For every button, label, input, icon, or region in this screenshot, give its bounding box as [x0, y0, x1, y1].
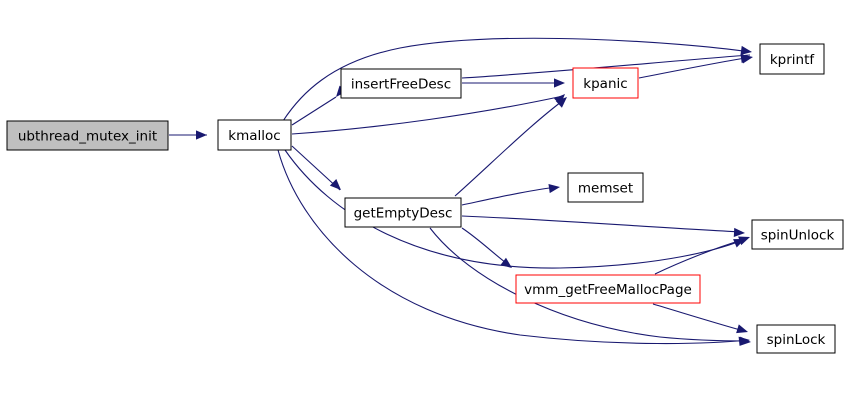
arrowheads-layer: [196, 45, 753, 346]
node-label-insertFreeDesc: insertFreeDesc: [351, 77, 451, 93]
edge-kmalloc-to-kpanic: [291, 95, 564, 135]
node-kprintf[interactable]: kprintf: [759, 43, 825, 75]
arrowhead: [733, 239, 745, 248]
node-kmalloc[interactable]: kmalloc: [217, 119, 292, 151]
arrowhead: [555, 97, 567, 108]
node-label-kprintf: kprintf: [770, 52, 816, 68]
node-box-memset[interactable]: [567, 172, 644, 203]
node-box-ubthread_mutex_init[interactable]: [6, 120, 169, 151]
node-ubthread_mutex_init[interactable]: ubthread_mutex_init: [6, 120, 169, 151]
node-box-getEmptyDesc[interactable]: [344, 197, 462, 228]
edge-kmalloc-to-spinLock: [277, 149, 749, 345]
node-box-kmalloc[interactable]: [217, 119, 292, 151]
arrowhead: [736, 324, 748, 334]
node-insertFreeDesc[interactable]: insertFreeDesc: [340, 68, 462, 99]
edge-getEmptyDesc-to-spinUnlock: [461, 215, 743, 233]
node-label-getEmptyDesc: getEmptyDesc: [354, 206, 453, 222]
node-label-kmalloc: kmalloc: [228, 128, 280, 144]
arrowhead: [329, 179, 341, 190]
edge-getEmptyDesc-to-kpanic: [454, 98, 566, 197]
node-getEmptyDesc[interactable]: getEmptyDesc: [344, 197, 462, 228]
node-box-kpanic[interactable]: [572, 67, 639, 99]
edge-insertFreeDesc-to-kprintf: [461, 54, 751, 79]
node-label-spinUnlock: spinUnlock: [761, 228, 835, 244]
arrowhead: [554, 78, 565, 88]
arrowhead: [733, 227, 745, 238]
node-box-insertFreeDesc[interactable]: [340, 68, 462, 99]
node-spinUnlock[interactable]: spinUnlock: [751, 219, 844, 250]
arrowhead: [741, 54, 753, 64]
edge-kmalloc-to-spinUnlock: [284, 149, 749, 269]
node-label-vmm_getFreeMallocPage: vmm_getFreeMallocPage: [524, 282, 692, 298]
node-box-vmm_getFreeMallocPage[interactable]: [515, 274, 701, 304]
arrowhead: [740, 45, 752, 56]
arrowhead: [553, 94, 565, 106]
edge-getEmptyDesc-to-spinLock: [429, 227, 749, 342]
edge-kmalloc-to-getEmptyDesc: [291, 145, 341, 191]
node-label-ubthread_mutex_init: ubthread_mutex_init: [18, 129, 157, 145]
node-box-spinUnlock[interactable]: [751, 219, 844, 250]
arrowhead: [196, 130, 207, 140]
arrowhead: [739, 336, 751, 346]
arrowhead: [548, 183, 560, 194]
node-label-spinLock: spinLock: [767, 332, 826, 348]
node-label-kpanic: kpanic: [583, 76, 627, 92]
arrowhead: [500, 257, 512, 268]
node-label-memset: memset: [578, 181, 633, 197]
edge-kmalloc-to-kprintf: [282, 37, 751, 122]
node-vmm_getFreeMallocPage[interactable]: vmm_getFreeMallocPage: [515, 274, 701, 304]
node-box-kprintf[interactable]: [759, 43, 825, 75]
node-spinLock[interactable]: spinLock: [756, 324, 836, 354]
edge-kpanic-to-kprintf: [638, 56, 752, 79]
edge-getEmptyDesc-to-memset: [461, 186, 559, 206]
edge-vmm_getFreeMallocPage-to-spinUnlock: [654, 239, 743, 275]
node-kpanic[interactable]: kpanic: [572, 67, 639, 99]
edge-kmalloc-to-insertFreeDesc: [291, 96, 337, 126]
edge-vmm_getFreeMallocPage-to-spinLock: [652, 303, 745, 332]
node-box-spinLock[interactable]: [756, 324, 836, 354]
node-memset[interactable]: memset: [567, 172, 644, 203]
nodes-layer: ubthread_mutex_init kmalloc insertFreeDesc…: [6, 43, 844, 354]
